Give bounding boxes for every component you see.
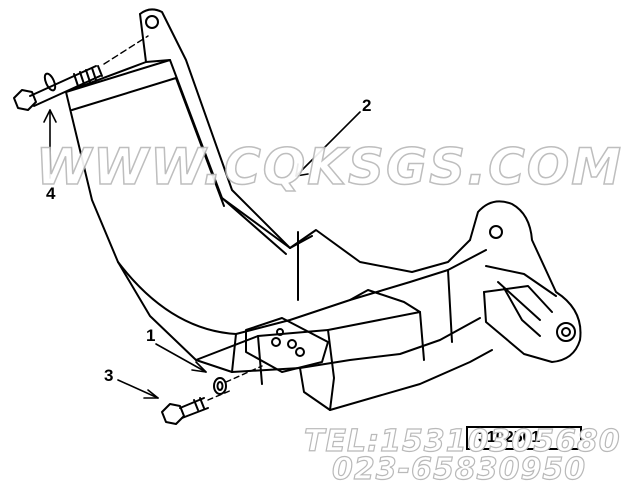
slotted-plate	[245, 317, 329, 373]
washer-1	[213, 365, 263, 395]
watermark-tel: TEL:15310305680	[303, 423, 621, 459]
callout-3: 3	[104, 366, 114, 385]
mounting-ear	[469, 200, 582, 363]
bolt-3	[161, 389, 233, 425]
watermark-phone: 023-65830950	[331, 451, 587, 487]
watermark-url: WWW.CQKSGS.COM	[35, 137, 623, 197]
callout-1: 1	[146, 326, 156, 345]
diagram-canvas: 1 2 3 4 3102561 WWW.CQKSGS.COM TEL:15310…	[13, 8, 622, 488]
bracket-cradle	[117, 197, 493, 411]
bracket-drawing	[13, 8, 582, 425]
bracket-upright	[65, 8, 313, 373]
callout-2: 2	[362, 96, 372, 115]
reference-code: 3102561	[466, 426, 582, 450]
callout-4: 4	[46, 184, 56, 203]
leader-arrows	[43, 109, 361, 399]
bolt-4	[13, 35, 149, 111]
